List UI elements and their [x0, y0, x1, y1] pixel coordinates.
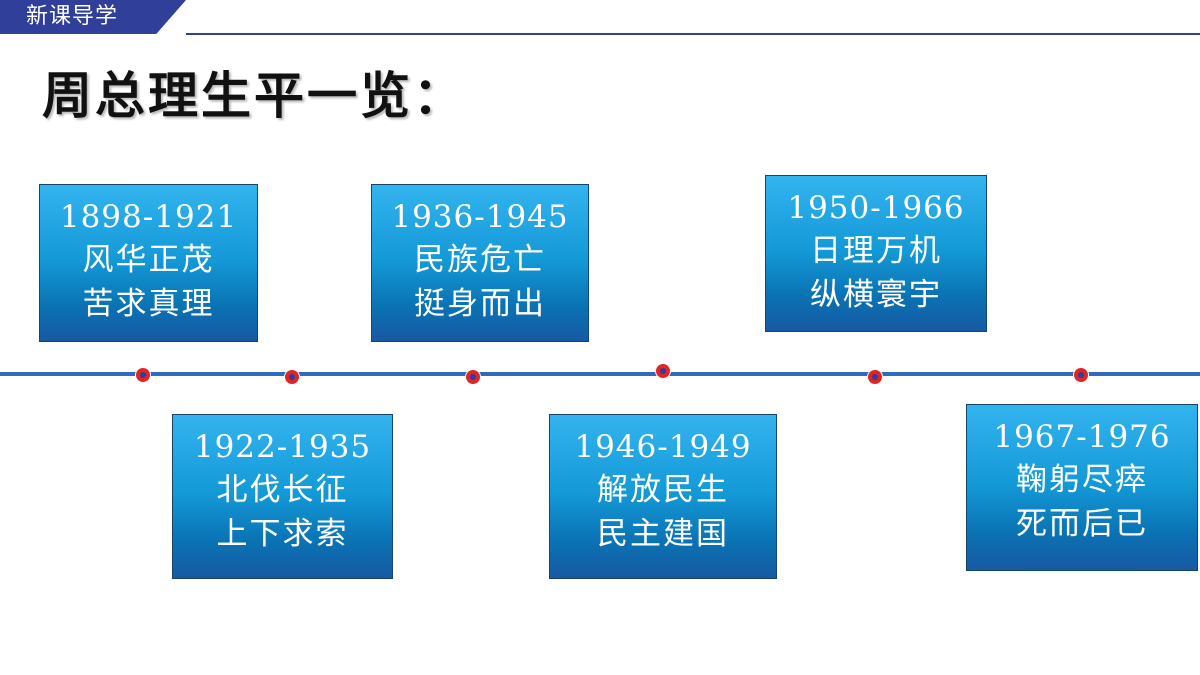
- card-years: 1946-1949: [574, 429, 752, 465]
- card-years: 1922-1935: [193, 429, 372, 465]
- card-years: 1898-1921: [59, 199, 238, 235]
- timeline-card-1946-1949: 1946-1949 解放民生 民主建国: [549, 414, 777, 579]
- card-years: 1967-1976: [993, 419, 1171, 455]
- card-line-1: 解放民生: [597, 472, 729, 508]
- page-title: 周总理生平一览：: [42, 67, 466, 125]
- timeline-marker-1: [136, 368, 150, 382]
- timeline-card-1898-1921: 1898-1921 风华正茂 苦求真理: [39, 184, 258, 342]
- card-years: 1950-1966: [787, 190, 965, 226]
- card-line-2: 上下求索: [216, 516, 349, 552]
- timeline-card-1922-1935: 1922-1935 北伐长征 上下求索: [172, 414, 393, 579]
- card-line-1: 日理万机: [810, 233, 942, 269]
- card-line-1: 鞠躬尽瘁: [1016, 462, 1148, 498]
- header-tag-band: [0, 0, 186, 34]
- card-line-1: 北伐长征: [216, 472, 349, 508]
- timeline-card-1950-1966: 1950-1966 日理万机 纵横寰宇: [765, 175, 987, 332]
- header-rule: [186, 33, 1200, 35]
- card-years: 1936-1945: [391, 199, 569, 235]
- card-line-1: 民族危亡: [414, 242, 546, 278]
- timeline-card-1936-1945: 1936-1945 民族危亡 挺身而出: [371, 184, 589, 342]
- card-line-2: 死而后已: [1016, 506, 1148, 542]
- card-line-2: 纵横寰宇: [810, 277, 942, 313]
- header-tag-label: 新课导学: [26, 4, 119, 29]
- card-line-1: 风华正茂: [82, 242, 215, 278]
- timeline-line: [0, 372, 1200, 376]
- card-line-2: 苦求真理: [82, 286, 215, 322]
- timeline-marker-5: [868, 370, 882, 384]
- timeline-marker-4: [656, 364, 670, 378]
- card-line-2: 挺身而出: [414, 286, 546, 322]
- timeline-marker-6: [1074, 368, 1088, 382]
- card-line-2: 民主建国: [597, 516, 729, 552]
- timeline-card-1967-1976: 1967-1976 鞠躬尽瘁 死而后已: [966, 404, 1198, 571]
- timeline-marker-2: [285, 370, 299, 384]
- timeline-marker-3: [466, 370, 480, 384]
